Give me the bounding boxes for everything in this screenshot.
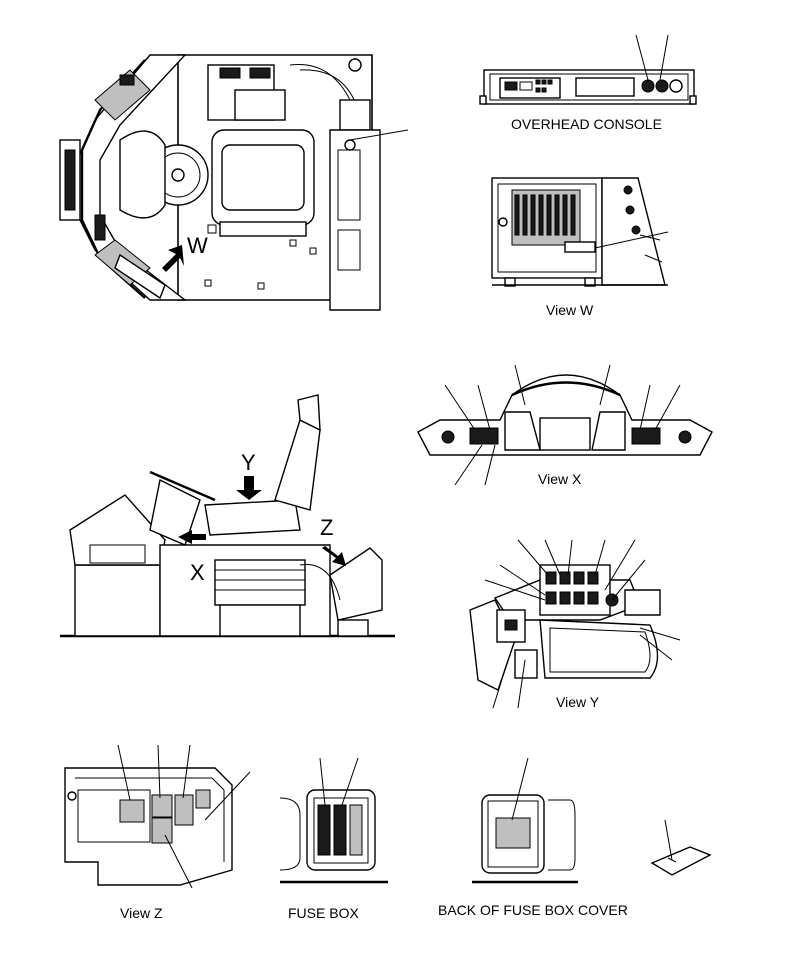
arrow-label-z: Z [320, 515, 333, 540]
overhead-console-drawing: OVERHEAD CONSOLE [479, 34, 697, 132]
arrow-label-x: X [190, 560, 205, 585]
fuse-box-label: FUSE BOX [288, 905, 359, 921]
arrow-label-y: Y [241, 450, 256, 475]
view-y-drawing: View Y [469, 539, 681, 710]
view-x-label: View X [538, 471, 582, 487]
view-z-drawing: View Z [64, 744, 251, 921]
back-of-fuse-box-cover-drawing: BACK OF FUSE BOX COVER [438, 757, 628, 918]
view-w-label: View W [546, 302, 594, 318]
view-y-label: View Y [556, 694, 600, 710]
operator-station-side-view: Y X Z [60, 394, 395, 638]
fuse-box-drawing: FUSE BOX [279, 757, 388, 921]
cab-top-view: W [59, 54, 409, 311]
view-z-label: View Z [120, 905, 163, 921]
back-of-fuse-box-cover-label: BACK OF FUSE BOX COVER [438, 902, 628, 918]
view-x-drawing: View X [417, 364, 713, 487]
decal-detail-drawing [650, 819, 712, 876]
overhead-console-label: OVERHEAD CONSOLE [511, 116, 662, 132]
view-w-drawing: View W [491, 177, 669, 318]
arrow-label-w: W [187, 233, 208, 258]
